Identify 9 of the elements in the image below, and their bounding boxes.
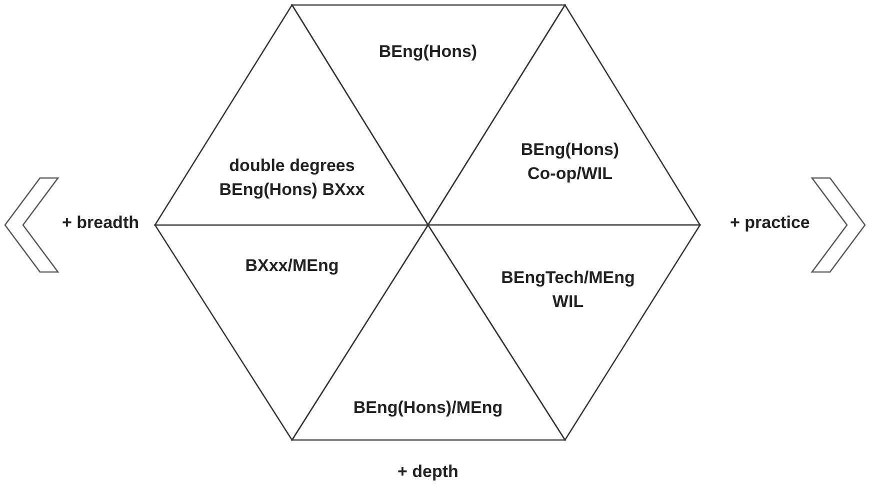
- segment-label: BEngTech/MEng WIL: [500, 266, 636, 314]
- segment-label: BXxx/MEng: [244, 254, 340, 277]
- axis-label: + breadth: [62, 213, 139, 233]
- segment-label: BEng(Hons) Co-op/WIL: [520, 138, 620, 186]
- segment-label: double degrees BEng(Hons) BXxx: [218, 154, 366, 202]
- axis-label: + practice: [730, 213, 810, 233]
- axis-label: + depth: [398, 462, 458, 482]
- segment-label: BEng(Hons)/MEng: [352, 396, 504, 419]
- segment-label: BEng(Hons): [378, 40, 478, 63]
